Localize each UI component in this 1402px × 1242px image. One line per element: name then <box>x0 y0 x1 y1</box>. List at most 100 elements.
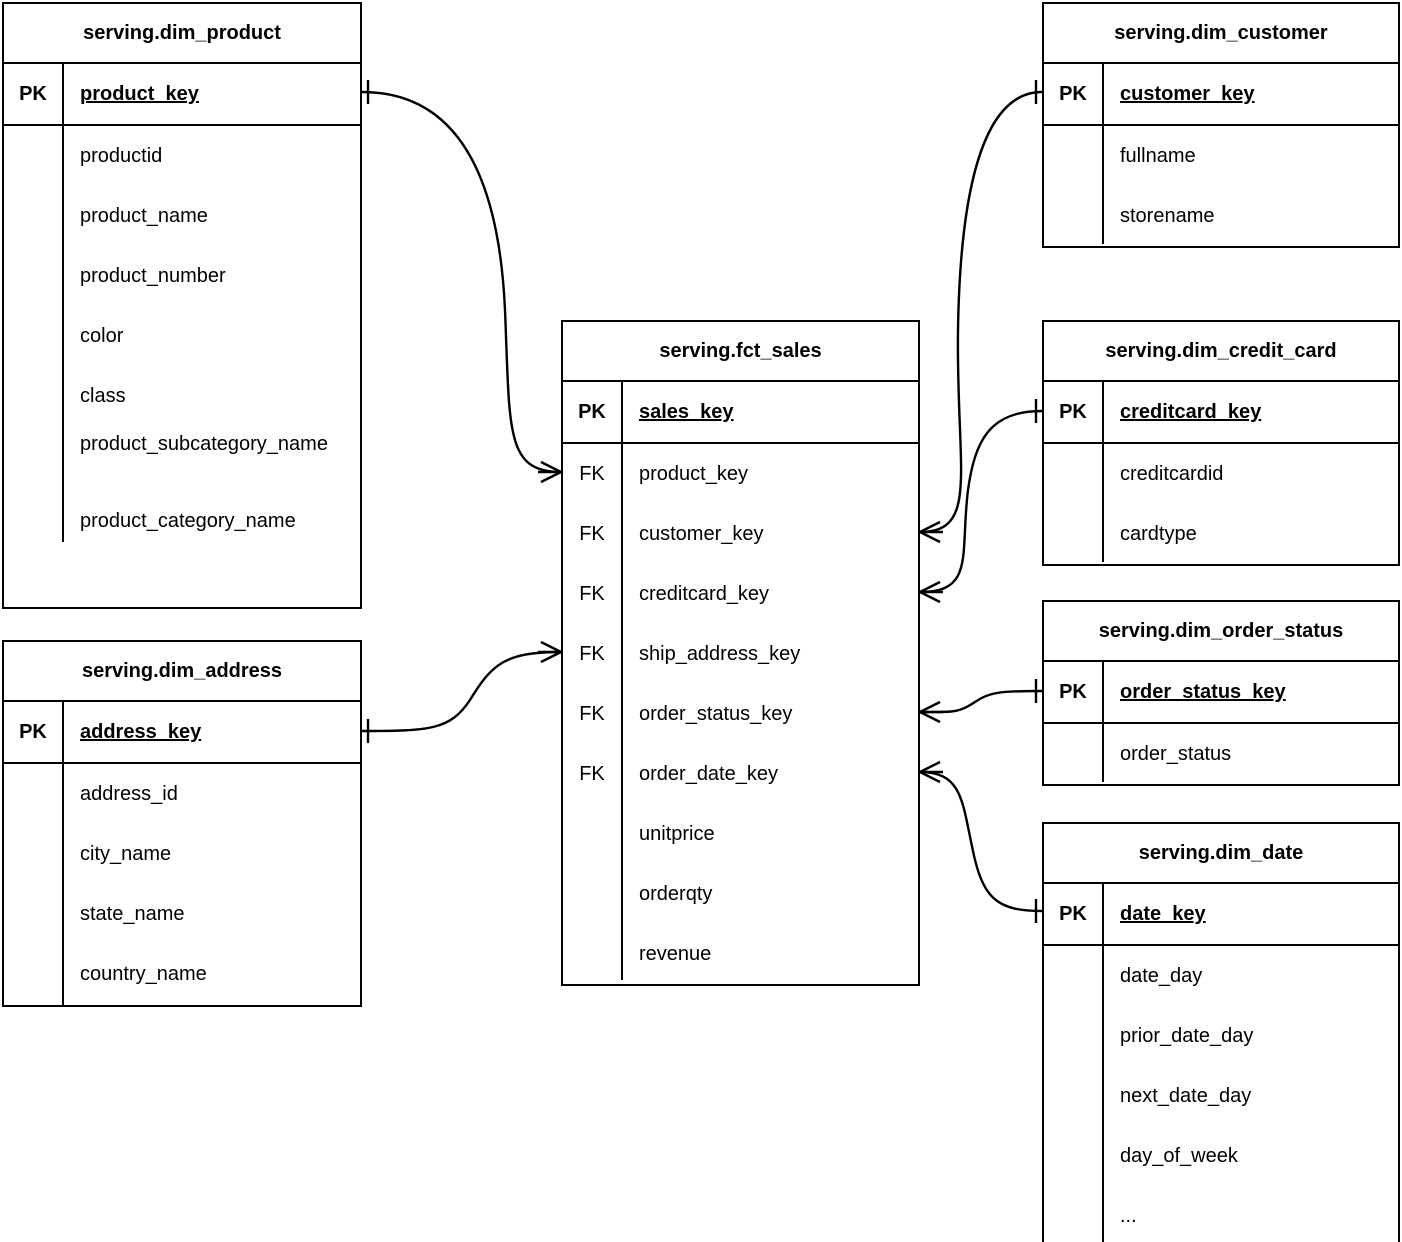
pk-row-dim-product: PK product_key <box>4 64 360 126</box>
pk-field-dim-credit-card: creditcard_key <box>1120 401 1262 423</box>
entity-dim-product[interactable]: serving.dim_product PK product_key produ… <box>2 2 362 609</box>
crowfoot-customer <box>919 520 943 544</box>
pk-marker-dim-address: PK <box>4 702 64 762</box>
attribute-row: date_day <box>1120 965 1203 987</box>
attribute-row: storename <box>1120 205 1215 227</box>
column-row: creditcard_key <box>639 583 770 605</box>
entity-title-dim-date: serving.dim_date <box>1044 824 1398 884</box>
key-gutter-dim-date <box>1044 946 1104 1242</box>
pk-field-dim-order-status: order_status_key <box>1120 681 1286 703</box>
relationship-address <box>361 640 562 743</box>
column-row: product_key <box>639 463 748 485</box>
attribute-row: fullname <box>1120 145 1196 167</box>
fk-marker-empty <box>563 864 621 924</box>
column-row: orderqty <box>639 883 713 905</box>
fk-marker: FK <box>579 463 605 485</box>
attributes-dim-credit-card: creditcardid cardtype <box>1044 444 1398 564</box>
attribute-row: productid <box>80 145 163 167</box>
columns-fct-sales: FK FK FK FK FK FK product_key customer_k… <box>563 444 918 984</box>
key-gutter-dim-product <box>4 126 64 542</box>
fk-marker: FK <box>579 643 605 665</box>
column-row: unitprice <box>639 823 715 845</box>
column-row: revenue <box>639 943 712 965</box>
pk-row-dim-credit-card: PK creditcard_key <box>1044 382 1398 444</box>
attribute-row: prior_date_day <box>1120 1025 1254 1047</box>
crowfoot-credit-card <box>919 580 943 604</box>
fk-marker: FK <box>579 583 605 605</box>
column-row: customer_key <box>639 523 764 545</box>
attribute-row: ... <box>1120 1205 1137 1227</box>
attribute-row: class <box>80 385 126 407</box>
attribute-row: address_id <box>80 783 178 805</box>
relationship-date <box>919 760 1043 923</box>
pk-field-dim-product: product_key <box>80 83 199 105</box>
entity-dim-customer[interactable]: serving.dim_customer PK customer_key ful… <box>1042 2 1400 248</box>
fk-marker: FK <box>579 523 605 545</box>
attributes-dim-address: address_id city_name state_name country_… <box>4 764 360 1005</box>
entity-title-fct-sales: serving.fct_sales <box>563 322 918 382</box>
attribute-row: product_number <box>80 265 226 287</box>
fk-marker: FK <box>579 703 605 725</box>
entity-title-dim-address: serving.dim_address <box>4 642 360 702</box>
relationship-customer <box>919 80 1043 544</box>
entity-dim-date[interactable]: serving.dim_date PK date_key date_day pr… <box>1042 822 1400 1242</box>
entity-title-dim-customer: serving.dim_customer <box>1044 4 1398 64</box>
key-gutter-dim-credit-card <box>1044 444 1104 562</box>
pk-row-fct-sales: PK sales_key <box>563 382 918 444</box>
key-gutter-dim-address <box>4 764 64 1005</box>
relationship-credit-card <box>919 399 1043 604</box>
fk-marker-empty <box>563 924 621 984</box>
attribute-row: cardtype <box>1120 523 1197 545</box>
attribute-row: city_name <box>80 843 172 865</box>
relationship-product <box>361 80 562 484</box>
attribute-row: product_category_name <box>80 510 296 532</box>
attributes-dim-customer: fullname storename <box>1044 126 1398 246</box>
entity-dim-order-status[interactable]: serving.dim_order_status PK order_status… <box>1042 600 1400 786</box>
pk-marker-fct-sales: PK <box>563 382 623 442</box>
key-gutter-dim-customer <box>1044 126 1104 244</box>
attributes-dim-order-status: order_status <box>1044 724 1398 784</box>
attribute-row: product_name <box>80 205 208 227</box>
column-row: order_status_key <box>639 703 793 725</box>
pk-field-dim-customer: customer_key <box>1120 83 1255 105</box>
fk-marker: FK <box>579 763 605 785</box>
entity-dim-credit-card[interactable]: serving.dim_credit_card PK creditcard_ke… <box>1042 320 1400 566</box>
pk-row-dim-address: PK address_key <box>4 702 360 764</box>
fk-marker-empty <box>563 804 621 864</box>
pk-marker-dim-credit-card: PK <box>1044 382 1104 442</box>
entity-fct-sales[interactable]: serving.fct_sales PK sales_key FK FK FK … <box>561 320 920 986</box>
pk-marker-dim-product: PK <box>4 64 64 124</box>
pk-field-dim-address: address_key <box>80 721 202 743</box>
entity-title-dim-credit-card: serving.dim_credit_card <box>1044 322 1398 382</box>
pk-marker-dim-date: PK <box>1044 884 1104 944</box>
attribute-row: order_status <box>1120 743 1232 765</box>
pk-row-dim-date: PK date_key <box>1044 884 1398 946</box>
key-gutter-dim-order-status <box>1044 724 1104 782</box>
attribute-row: country_name <box>80 963 207 985</box>
entity-dim-address[interactable]: serving.dim_address PK address_key addre… <box>2 640 362 1007</box>
pk-marker-dim-order-status: PK <box>1044 662 1104 722</box>
attribute-row: state_name <box>80 903 185 925</box>
entity-title-dim-order-status: serving.dim_order_status <box>1044 602 1398 662</box>
attribute-row: color <box>80 325 124 347</box>
attribute-row: creditcardid <box>1120 463 1224 485</box>
pk-field-fct-sales: sales_key <box>639 401 734 423</box>
crowfoot-order-status <box>919 700 943 724</box>
attribute-row: next_date_day <box>1120 1085 1252 1107</box>
column-row: ship_address_key <box>639 643 801 665</box>
key-gutter-fct-sales: FK FK FK FK FK FK <box>563 444 623 980</box>
attributes-dim-date: date_day prior_date_day next_date_day da… <box>1044 946 1398 1242</box>
attribute-row: day_of_week <box>1120 1145 1238 1167</box>
crowfoot-date <box>919 760 943 784</box>
attribute-row: product_subcategory_name <box>80 433 328 455</box>
pk-field-dim-date: date_key <box>1120 903 1206 925</box>
attributes-dim-product: productid product_name product_number co… <box>4 126 360 607</box>
column-row: order_date_key <box>639 763 778 785</box>
relationship-order-status <box>919 679 1043 724</box>
pk-row-dim-order-status: PK order_status_key <box>1044 662 1398 724</box>
crowfoot-product <box>538 460 562 484</box>
entity-title-dim-product: serving.dim_product <box>4 4 360 64</box>
crowfoot-address <box>538 640 562 664</box>
pk-marker-dim-customer: PK <box>1044 64 1104 124</box>
